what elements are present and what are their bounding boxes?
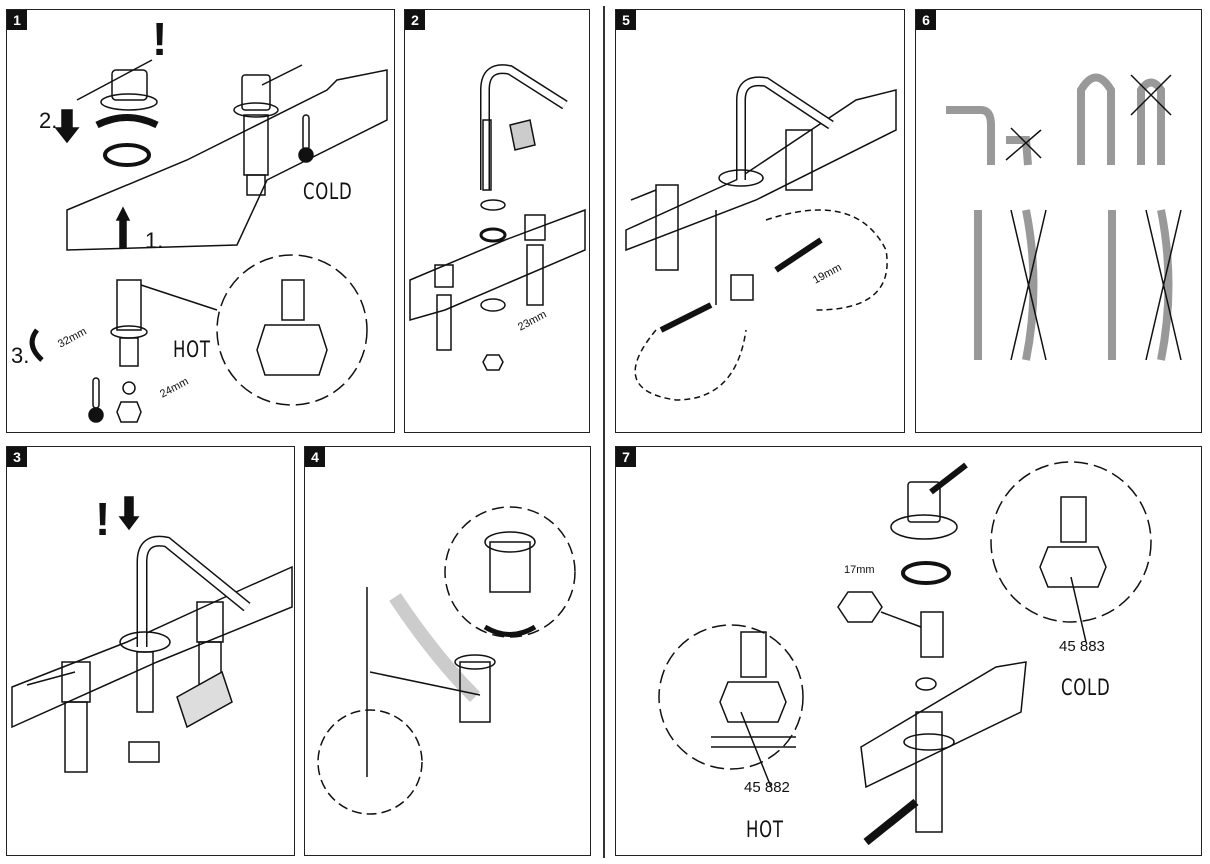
panel-number: 7 xyxy=(616,447,636,467)
hose-connection-illustration xyxy=(625,76,897,401)
panel-2: 2 23mm xyxy=(404,9,590,433)
panel-number: 3 xyxy=(7,447,27,467)
warning-mark: ! xyxy=(152,13,168,65)
step-3-label: 3. xyxy=(11,343,30,368)
step-2-label: 2. xyxy=(39,108,58,133)
part-number-hot: 45 882 xyxy=(744,779,790,796)
panel-number: 2 xyxy=(405,10,425,30)
panel-1: 1 ! 2. 1. 3. COLD HOT 32mm 24mm xyxy=(6,9,395,433)
warning-mark: ! xyxy=(95,493,111,545)
panel-number: 5 xyxy=(616,10,636,30)
pop-up-waste-illustration xyxy=(317,506,576,815)
hot-label: HOT xyxy=(173,338,211,363)
panel-3: 3 ! xyxy=(6,446,295,856)
panel-number: 4 xyxy=(305,447,325,467)
panel-5: 5 19mm xyxy=(615,9,905,433)
hose-bending-rules-illustration xyxy=(946,73,1182,361)
part-number-cold: 45 883 xyxy=(1059,638,1105,655)
panel-4: 4 xyxy=(304,446,591,856)
panel-6: 6 xyxy=(915,9,1202,433)
cartridge-replacement-illustration xyxy=(658,461,1152,846)
spout-installation-illustration xyxy=(409,64,586,371)
spout-fitting-illustration xyxy=(11,496,293,773)
panel-number: 6 xyxy=(916,10,936,30)
column-divider xyxy=(603,6,605,858)
panel-7: 7 17mm 45 882 45 883 HOT COLD xyxy=(615,446,1202,856)
cold-label: COLD xyxy=(1061,676,1111,701)
step-1-label: 1. xyxy=(145,228,164,253)
socket-size-17mm: 17mm xyxy=(844,564,875,576)
cold-label: COLD xyxy=(303,180,353,205)
panel-number: 1 xyxy=(7,10,27,30)
hot-label: HOT xyxy=(746,818,784,843)
tap-handle-removal-illustration xyxy=(29,59,388,423)
